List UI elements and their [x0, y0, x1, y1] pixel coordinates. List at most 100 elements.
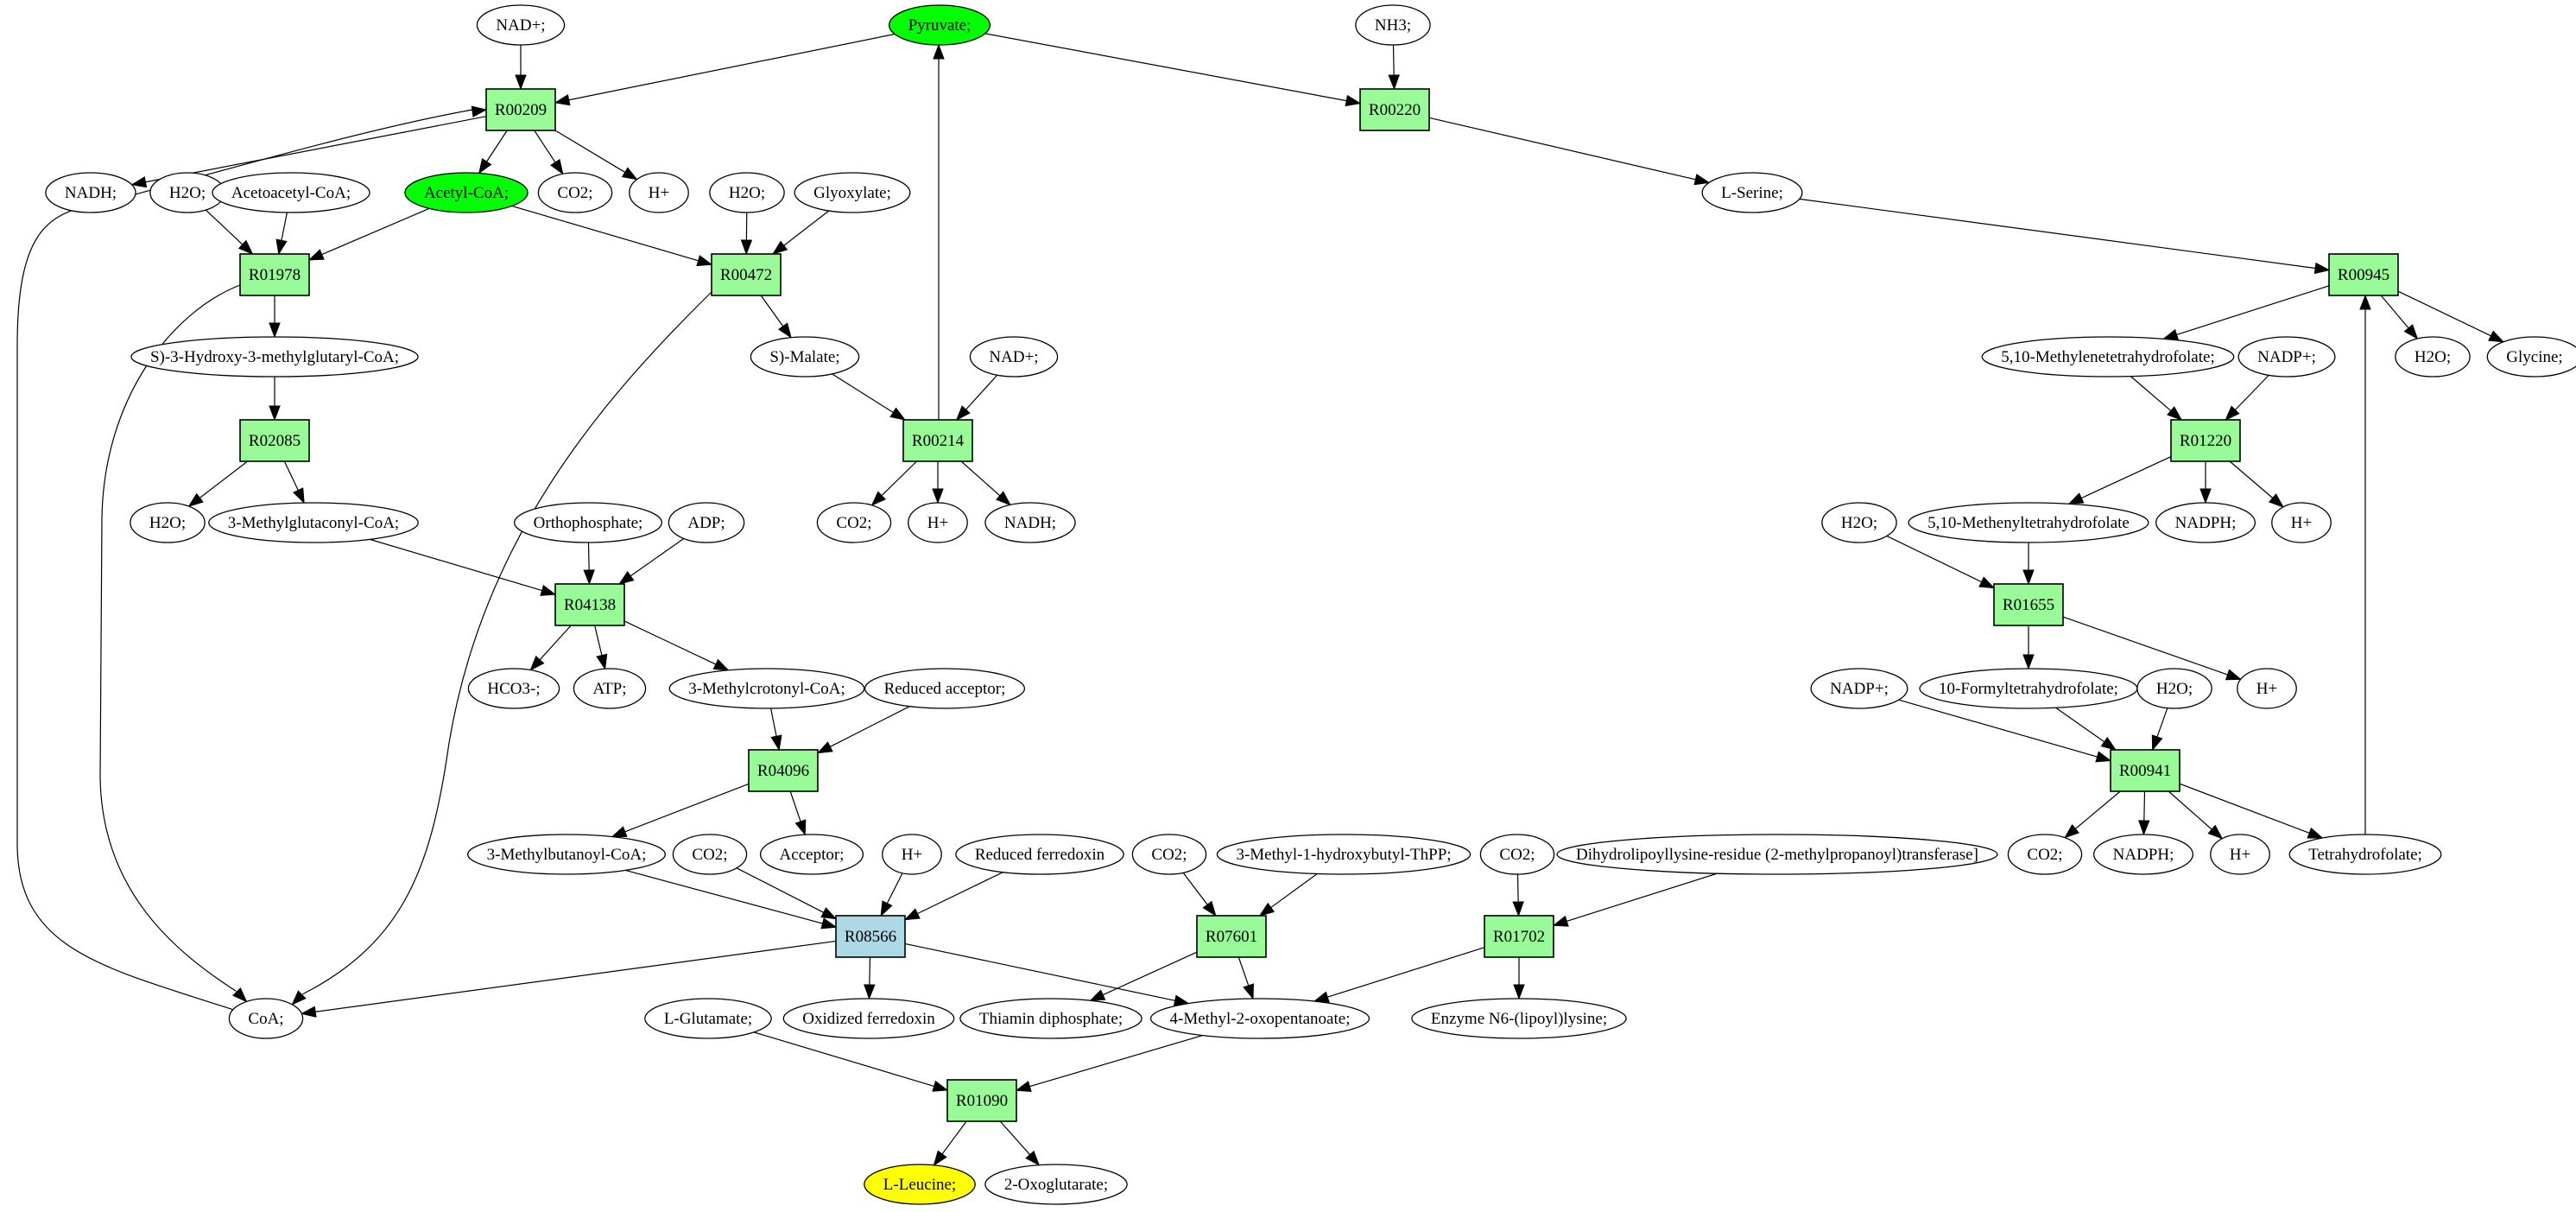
compound-node-h[interactable]: H+: [2237, 668, 2297, 709]
compound-node-3-methylbutanoyl-coa[interactable]: 3-Methylbutanoyl-CoA;: [466, 834, 667, 875]
compound-node-nad[interactable]: NAD+;: [476, 4, 566, 46]
arrowhead: [864, 984, 876, 1000]
edge-line: [984, 33, 1347, 102]
compound-node-5-10-methylenetetrahydrofolate[interactable]: 5,10-Methylenetetrahydrofolate;: [1981, 336, 2235, 378]
edge-r00945-to-glycine: [2397, 290, 2505, 343]
compound-node-glycine[interactable]: Glycine;: [2486, 336, 2576, 378]
compound-node-co2[interactable]: CO2;: [537, 172, 613, 213]
node-label: Acetoacetyl-CoA;: [231, 184, 351, 202]
reaction-node-r00214[interactable]: R00214: [902, 419, 973, 462]
compound-node-atp[interactable]: ATP;: [573, 668, 647, 709]
compound-node-nad[interactable]: NAD+;: [969, 336, 1059, 378]
compound-node-nadh[interactable]: NADH;: [984, 502, 1076, 543]
reaction-node-r00220[interactable]: R00220: [1359, 88, 1430, 131]
arrowhead: [2225, 669, 2243, 681]
compound-node-h[interactable]: H+: [908, 502, 968, 543]
reaction-node-r00209[interactable]: R00209: [485, 88, 556, 131]
reaction-node-r07601[interactable]: R07601: [1196, 915, 1267, 958]
compound-node-dihydrolipoyllysine-residue-2-methylpropanoyl-transferase[interactable]: Dihydrolipoyllysine-residue (2-methylpro…: [1556, 834, 1998, 875]
node-label: H+: [927, 514, 948, 532]
compound-node-h2o[interactable]: H2O;: [149, 172, 225, 213]
reaction-node-r01655[interactable]: R01655: [1993, 583, 2064, 626]
compound-node-glyoxylate[interactable]: Glyoxylate;: [794, 172, 911, 213]
edge-line: [623, 620, 717, 665]
edge-nad-b-to-r00214: [955, 374, 998, 422]
compound-node-h[interactable]: H+: [629, 172, 689, 213]
compound-node-acetoacetyl-coa[interactable]: Acetoacetyl-CoA;: [212, 172, 370, 213]
compound-node-acceptor[interactable]: Acceptor;: [759, 834, 864, 875]
reaction-node-r00941[interactable]: R00941: [2110, 749, 2180, 792]
edge-nad-top-to-r00209: [515, 45, 527, 91]
compound-node-acetyl-coa[interactable]: Acetyl-CoA;: [404, 172, 528, 213]
arrowhead: [1089, 989, 1106, 1001]
compound-node-h2o[interactable]: H2O;: [2136, 668, 2212, 709]
edge-line: [904, 942, 1175, 1001]
compound-node-co2[interactable]: CO2;: [1131, 834, 1207, 875]
compound-node-2-oxoglutarate[interactable]: 2-Oxoglutarate;: [984, 1164, 1128, 1205]
compound-node-tetrahydrofolate[interactable]: Tetrahydrofolate;: [2288, 834, 2442, 875]
compound-node-oxidized-ferredoxin[interactable]: Oxidized ferredoxin: [782, 998, 955, 1039]
compound-node-thiamin-diphosphate[interactable]: Thiamin diphosphate;: [959, 998, 1142, 1039]
reaction-node-r01978[interactable]: R01978: [239, 253, 310, 296]
compound-node-reduced-acceptor[interactable]: Reduced acceptor;: [864, 668, 1026, 709]
reaction-node-r08566[interactable]: R08566: [835, 915, 906, 958]
compound-node-reduced-ferredoxin[interactable]: Reduced ferredoxin: [955, 834, 1124, 875]
compound-node-3-methylglutaconyl-coa[interactable]: 3-Methylglutaconyl-CoA;: [208, 502, 419, 543]
compound-node-co2[interactable]: CO2;: [1479, 834, 1555, 875]
arrowhead: [596, 653, 608, 670]
node-label: NADH;: [1004, 514, 1056, 532]
compound-node-10-formyltetrahydrofolate[interactable]: 10-Formyltetrahydrofolate;: [1919, 668, 2138, 709]
reaction-node-r01702[interactable]: R01702: [1484, 915, 1554, 958]
compound-node-5-10-methenyltetrahydrofolate[interactable]: 5,10-Methenyltetrahydrofolate: [1908, 502, 2149, 543]
compound-ellipse: [888, 4, 991, 46]
compound-node-l-serine[interactable]: L-Serine;: [1701, 172, 1803, 213]
compound-node-nadp[interactable]: NADP+;: [2237, 336, 2336, 378]
compound-ellipse: [2155, 502, 2256, 543]
compound-ellipse: [2136, 668, 2212, 709]
reaction-node-r00472[interactable]: R00472: [711, 253, 782, 296]
reaction-node-r04138[interactable]: R04138: [554, 583, 625, 626]
compound-node-co2[interactable]: CO2;: [2007, 834, 2083, 875]
compound-node-nadp[interactable]: NADP+;: [1810, 668, 1908, 709]
edge-line: [315, 940, 837, 1012]
compound-node-3-methylcrotonyl-coa[interactable]: 3-Methylcrotonyl-CoA;: [668, 668, 865, 709]
compound-node-co2[interactable]: CO2;: [672, 834, 748, 875]
edge-r00209-to-co2-a: [534, 130, 564, 175]
compound-node-pyruvate[interactable]: Pyruvate;: [888, 4, 991, 46]
reaction-node-r01090[interactable]: R01090: [946, 1079, 1017, 1122]
compound-node-h2o[interactable]: H2O;: [130, 502, 206, 543]
compound-node-nh3[interactable]: NH3;: [1355, 4, 1431, 46]
compound-node-coa[interactable]: CoA;: [228, 998, 304, 1039]
edge-line: [281, 212, 288, 241]
node-label: Glycine;: [2506, 348, 2562, 366]
compound-node-s-malate[interactable]: S)-Malate;: [750, 336, 860, 378]
compound-node-orthophosphate[interactable]: Orthophosphate;: [514, 502, 662, 543]
compound-node-3-methyl-1-hydroxybutyl-thpp[interactable]: 3-Methyl-1-hydroxybutyl-ThPP;: [1216, 834, 1472, 875]
reaction-node-r00945[interactable]: R00945: [2328, 253, 2399, 296]
compound-node-h2o[interactable]: H2O;: [709, 172, 785, 213]
compound-node-nadph[interactable]: NADPH;: [2155, 502, 2256, 543]
compound-node-nadh[interactable]: NADH;: [45, 172, 136, 213]
edge-line: [16, 109, 473, 1011]
compound-node-h2o[interactable]: H2O;: [1821, 502, 1897, 543]
compound-node-4-methyl-2-oxopentanoate[interactable]: 4-Methyl-2-oxopentanoate;: [1149, 998, 1370, 1039]
compound-node-h[interactable]: H+: [2271, 502, 2332, 543]
compound-node-enzyme-n6-lipoyl-lysine[interactable]: Enzyme N6-(lipoyl)lysine;: [1411, 998, 1627, 1039]
reaction-node-r02085[interactable]: R02085: [239, 419, 310, 462]
compound-node-h[interactable]: H+: [2210, 834, 2270, 875]
compound-node-s-3-hydroxy-3-methylglutaryl-coa[interactable]: S)-3-Hydroxy-3-methylglutaryl-CoA;: [130, 336, 419, 378]
node-label: NH3;: [1375, 16, 1411, 35]
compound-node-co2[interactable]: CO2;: [816, 502, 892, 543]
compound-node-l-glutamate[interactable]: L-Glutamate;: [644, 998, 772, 1039]
compound-node-nadph[interactable]: NADPH;: [2092, 834, 2194, 875]
compound-node-l-leucine[interactable]: L-Leucine;: [864, 1164, 976, 1205]
compound-ellipse: [984, 1164, 1128, 1205]
edge-glyoxylate-to-r00472: [771, 210, 830, 255]
compound-node-adp[interactable]: ADP;: [668, 502, 745, 543]
reaction-node-r01220[interactable]: R01220: [2170, 419, 2241, 462]
arrowhead: [2067, 492, 2085, 504]
compound-node-h[interactable]: H+: [882, 834, 942, 875]
compound-node-hco3[interactable]: HCO3-;: [467, 668, 560, 709]
compound-node-h2o[interactable]: H2O;: [2395, 336, 2471, 378]
reaction-node-r04096[interactable]: R04096: [748, 749, 819, 792]
